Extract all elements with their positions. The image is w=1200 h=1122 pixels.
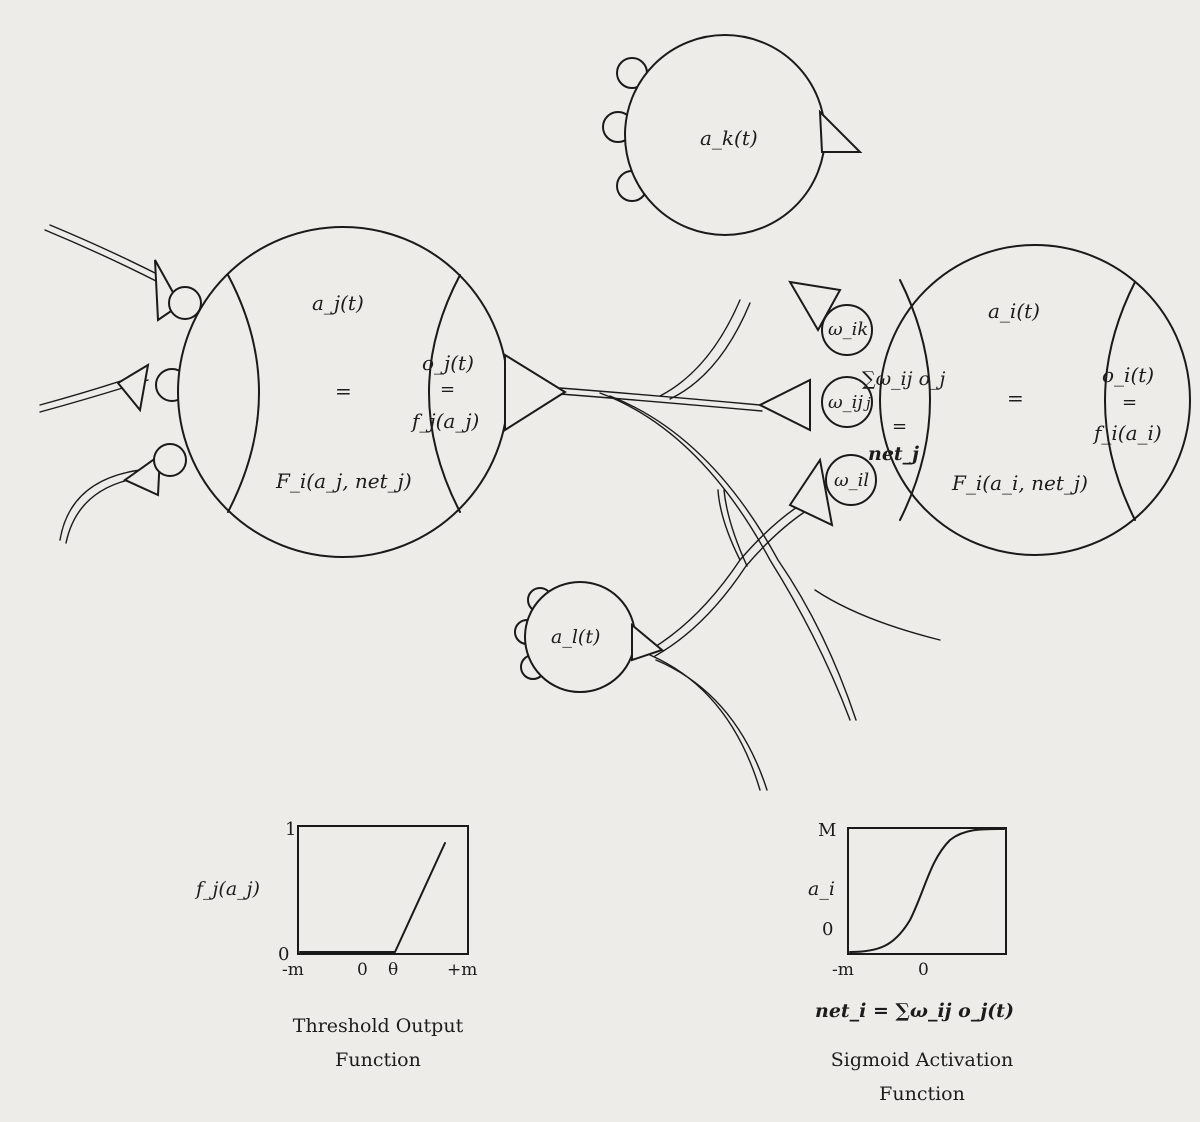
synapse-bouton (168, 286, 202, 320)
threshold-y-zero: 0 (278, 944, 289, 965)
neuron-i-right-arc (1104, 281, 1136, 521)
axon-terminal (818, 109, 863, 153)
neuron-j-activation: a_j(t) (312, 291, 364, 315)
neuron-i-net-sum-index: j (863, 394, 871, 412)
threshold-x-tick-theta: θ (388, 960, 398, 980)
neuron-j-output-equals: = (440, 379, 455, 400)
weight-ij-label: ω_ij (828, 392, 863, 413)
synapse-terminal (757, 378, 811, 432)
neuron-i-net-label: net_j (868, 443, 919, 465)
neuron-j-activation-function: F_i(a_j, net_j) (275, 469, 412, 493)
neuron-i-activation: a_i(t) (988, 299, 1040, 323)
axon-fibers (39, 224, 941, 791)
neuron-l: a_l(t) (514, 581, 665, 693)
threshold-y-label: f_j(a_j) (194, 878, 260, 900)
neuron-i-body (879, 244, 1191, 556)
synapse-terminal (788, 457, 834, 527)
synapse-terminal (788, 280, 842, 333)
threshold-caption-line1: Threshold Output (293, 1015, 464, 1037)
neuron-i-output-function: f_i(a_i) (1092, 421, 1162, 445)
threshold-x-tick-pos: +m (447, 960, 477, 980)
sigmoid-y-label: a_i (808, 878, 835, 900)
threshold-x-tick-zero: 0 (357, 960, 368, 980)
sigmoid-x-tick-zero: 0 (918, 960, 929, 980)
sigmoid-curve (849, 827, 1005, 953)
neuron-i-equals: = (1007, 386, 1024, 410)
neuron-j-output-function: f_j(a_j) (410, 409, 479, 433)
sigmoid-x-formula: net_i = ∑ω_ij o_j(t) (815, 1000, 1014, 1022)
axon-hillock (504, 353, 567, 432)
neuron-i-left-arc (899, 279, 931, 521)
plot-frame (297, 825, 469, 955)
weight-ij-bouton (821, 376, 873, 428)
synapse-terminal (123, 452, 162, 497)
weight-il-bouton (825, 454, 877, 506)
neuron-i-net-sum: ∑ω_ij o_j (862, 368, 946, 390)
neuron-k: a_k(t) (602, 34, 863, 236)
sigmoid-activation-plot: M 0 a_i -m 0 net_i = ∑ω_ij o_j(t) Sigmoi… (808, 820, 1014, 1105)
neuron-i: ω_ik ω_ij ω_il ∑ω_ij o_j j = net_j a_i(t… (757, 244, 1191, 556)
neuron-j-output: o_j(t) (422, 351, 474, 375)
plot-frame (847, 827, 1007, 955)
sigmoid-caption-line2: Function (879, 1083, 965, 1105)
axon-terminal (631, 622, 665, 662)
neuron-i-output: o_i(t) (1102, 363, 1154, 387)
weight-ik-bouton (821, 304, 873, 356)
sigmoid-caption-line1: Sigmoid Activation (831, 1049, 1014, 1071)
sigmoid-y-top: M (818, 820, 836, 841)
neuron-i-activation-function: F_i(a_i, net_j) (951, 471, 1088, 495)
threshold-output-plot: 1 0 f_j(a_j) -m 0 θ +m Threshold Output … (194, 819, 477, 1071)
neuron-l-activation: a_l(t) (551, 626, 600, 648)
sigmoid-y-zero: 0 (822, 919, 833, 940)
neuron-i-net-equals: = (892, 416, 907, 437)
synapse-terminal (116, 363, 150, 413)
synapse-bouton (153, 443, 187, 477)
neuron-j-left-arc (227, 274, 260, 513)
neuron-j-equals: = (335, 379, 352, 403)
neuron-j-right-arc (428, 274, 461, 513)
neuron-j: a_j(t) = F_i(a_j, net_j) o_j(t) = f_j(a_… (116, 226, 567, 558)
threshold-x-tick-neg: -m (282, 960, 304, 980)
threshold-caption-line2: Function (335, 1049, 421, 1071)
threshold-y-top: 1 (285, 819, 296, 840)
sigmoid-x-tick-neg: -m (832, 960, 854, 980)
weight-ik-label: ω_ik (828, 319, 868, 340)
threshold-curve (299, 842, 446, 953)
weight-il-label: ω_il (834, 470, 869, 491)
neuron-k-activation: a_k(t) (700, 126, 758, 150)
neuron-i-output-equals: = (1122, 392, 1137, 413)
